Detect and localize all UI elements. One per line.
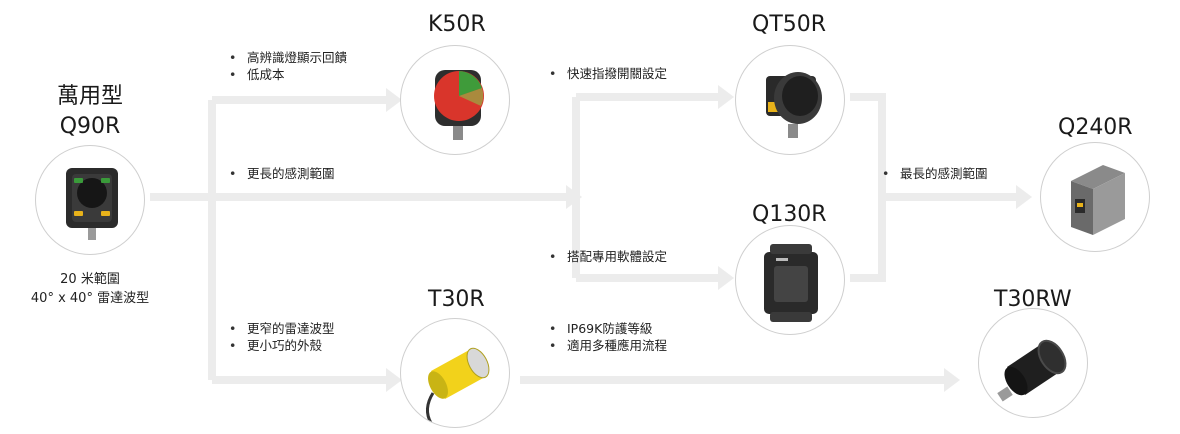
t30r-sensor-icon xyxy=(426,347,490,424)
k50r-feature-list: 高辨識燈顯示回饋 低成本 xyxy=(225,49,347,83)
q90r-product-image xyxy=(35,145,145,255)
q240r-title: Q240R xyxy=(1058,115,1133,140)
list-item: 適用多種應用流程 xyxy=(545,337,667,354)
k50r-title: K50R xyxy=(428,12,486,37)
t30rw-feature-list: IP69K防護等級 適用多種應用流程 xyxy=(545,320,667,354)
q90r-sensor-icon xyxy=(66,168,118,240)
origin-category-label: 萬用型 xyxy=(56,84,123,109)
arrowhead-t30rw xyxy=(944,368,960,392)
list-item: IP69K防護等級 xyxy=(545,320,667,337)
q130r-sensor-icon xyxy=(764,244,818,322)
k50r-sensor-icon xyxy=(434,70,484,140)
list-item: 更小巧的外殼 xyxy=(225,337,335,354)
long-range-feature-list: 更長的感測範圍 xyxy=(225,165,335,182)
t30r-feature-list: 更窄的雷達波型 更小巧的外殼 xyxy=(225,320,335,354)
arrowhead-t30r xyxy=(386,368,402,392)
arrowhead-qt50r xyxy=(718,85,734,109)
merge-from-q130r xyxy=(850,197,886,282)
t30rw-title: T30RW xyxy=(994,287,1072,312)
q240r-product-image xyxy=(1040,142,1150,252)
arrowhead-k50r xyxy=(386,88,402,112)
origin-beam-spec: 40° x 40° 雷達波型 xyxy=(30,291,150,306)
list-item: 搭配專用軟體設定 xyxy=(545,248,667,265)
origin-title: 萬用型 Q90R xyxy=(30,82,150,142)
qt50r-title: QT50R xyxy=(752,12,827,37)
qt50r-sensor-icon xyxy=(766,72,822,138)
arrowhead-q130r xyxy=(718,266,734,290)
merge-from-qt50r xyxy=(850,93,886,197)
q130r-feature-list: 搭配專用軟體設定 xyxy=(545,248,667,265)
t30r-title: T30R xyxy=(428,287,485,312)
list-item: 更窄的雷達波型 xyxy=(225,320,335,337)
q240r-feature-list: 最長的感測範圍 xyxy=(878,165,988,182)
list-item: 最長的感測範圍 xyxy=(878,165,988,182)
list-item: 低成本 xyxy=(225,66,347,83)
t30r-product-image xyxy=(400,318,510,428)
origin-specs: 20 米範圍 40° x 40° 雷達波型 xyxy=(15,270,165,308)
origin-model-label: Q90R xyxy=(59,114,121,139)
origin-range-spec: 20 米範圍 xyxy=(60,272,120,287)
arrowhead-long-range xyxy=(566,185,582,209)
list-item: 快速指撥開關設定 xyxy=(545,65,667,82)
q240r-sensor-icon xyxy=(1071,165,1125,235)
qt50r-product-image xyxy=(735,45,845,155)
q130r-product-image xyxy=(735,225,845,335)
list-item: 高辨識燈顯示回饋 xyxy=(225,49,347,66)
q130r-title: Q130R xyxy=(752,202,827,227)
t30rw-product-image xyxy=(978,308,1088,418)
t30rw-sensor-icon xyxy=(997,339,1067,402)
arrowhead-q240r xyxy=(1016,185,1032,209)
list-item: 更長的感測範圍 xyxy=(225,165,335,182)
qt50r-feature-list: 快速指撥開關設定 xyxy=(545,65,667,82)
k50r-product-image xyxy=(400,45,510,155)
